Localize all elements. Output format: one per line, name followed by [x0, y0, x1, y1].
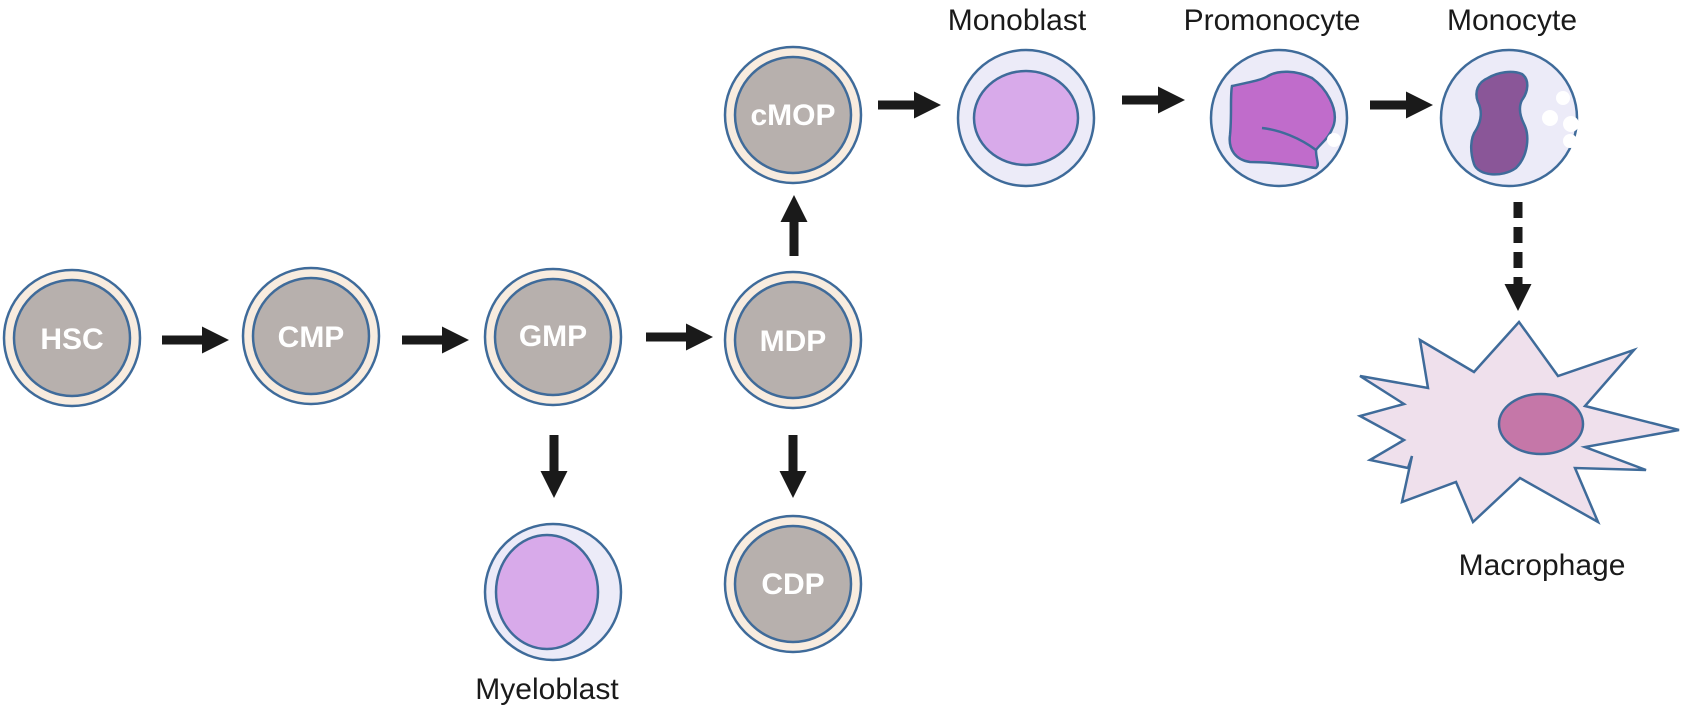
caption-monoblast: Monoblast: [948, 4, 1087, 37]
cell-cdp: CDP: [723, 514, 863, 654]
cell-gmp: GMP: [483, 267, 623, 407]
cell-monoblast: [956, 48, 1096, 188]
cell-label-cmp: CMP: [278, 321, 345, 354]
cell-label-gmp: GMP: [519, 320, 587, 353]
cell-monocyte: [1439, 48, 1579, 188]
caption-macrophage: Macrophage: [1459, 549, 1626, 582]
cell-cmop: cMOP: [723, 45, 863, 185]
cell-label-cdp: CDP: [761, 568, 824, 601]
caption-promonocyte: Promonocyte: [1184, 4, 1361, 37]
cell-macrophage: [1356, 320, 1680, 525]
cell-hsc: HSC: [2, 268, 142, 408]
cell-cmp: CMP: [241, 266, 381, 406]
cell-myeloblast: [483, 522, 623, 662]
caption-myeloblast: Myeloblast: [475, 673, 619, 706]
cell-label-mdp: MDP: [760, 325, 827, 358]
cell-promonocyte: [1209, 48, 1349, 188]
arrows: [162, 86, 1532, 498]
caption-monocyte: Monocyte: [1447, 4, 1577, 37]
cell-label-hsc: HSC: [40, 323, 103, 356]
cell-mdp: MDP: [723, 270, 863, 410]
cell-label-cmop: cMOP: [750, 99, 835, 132]
